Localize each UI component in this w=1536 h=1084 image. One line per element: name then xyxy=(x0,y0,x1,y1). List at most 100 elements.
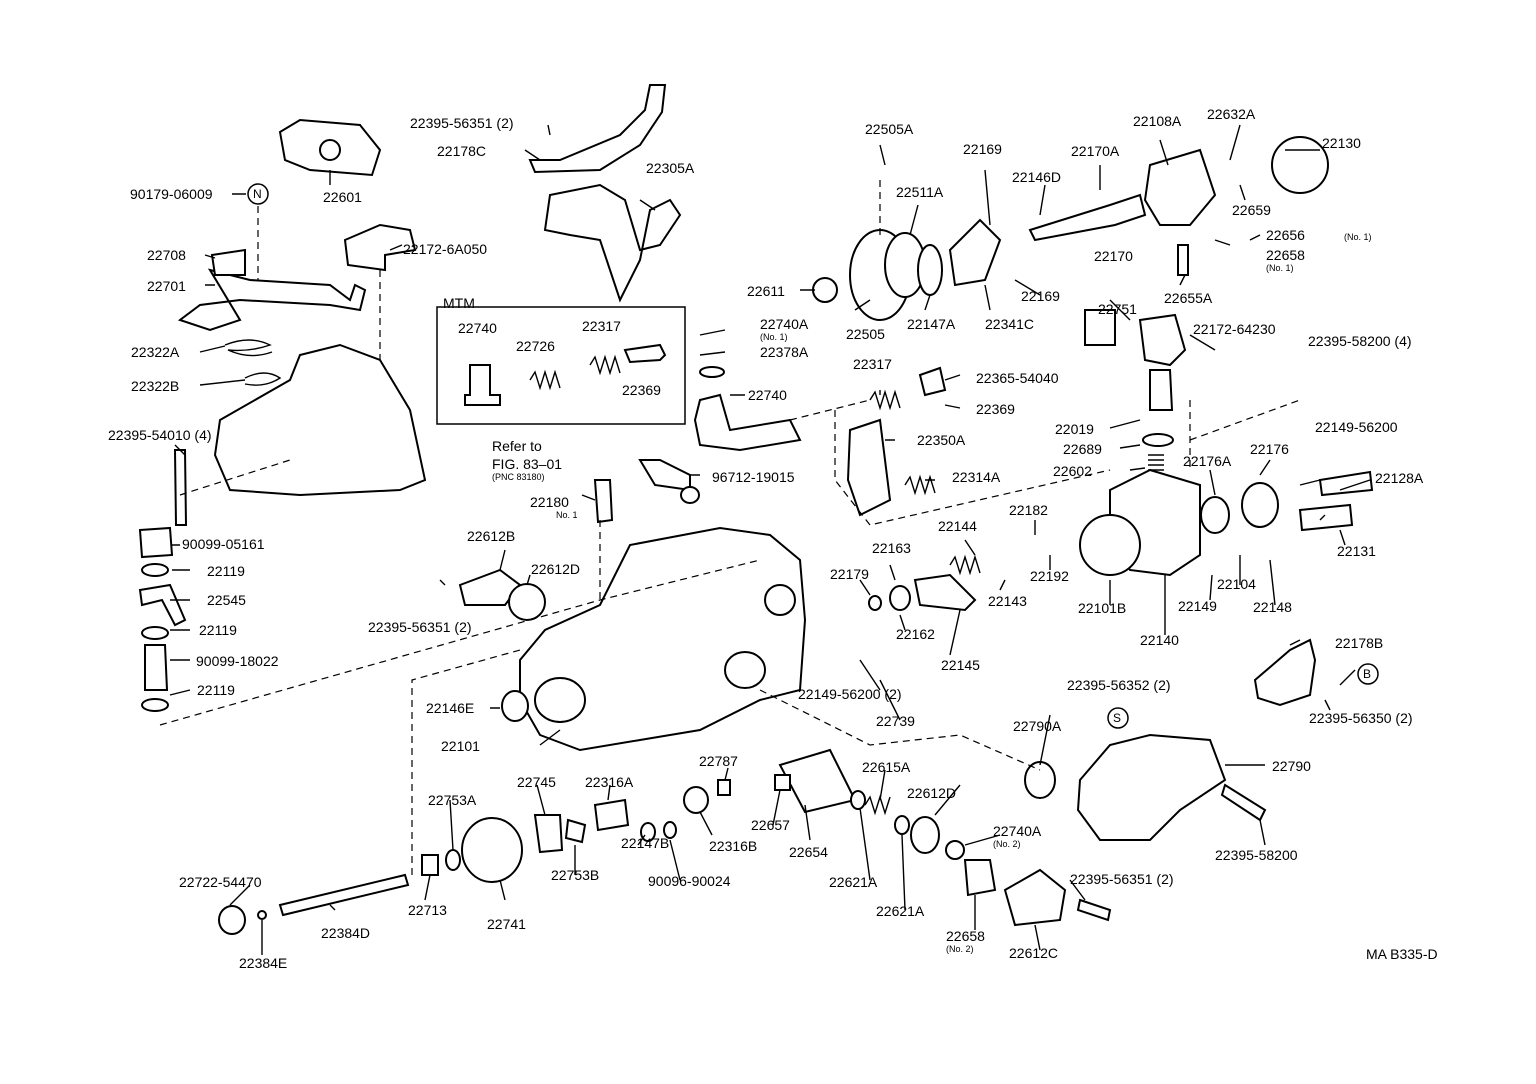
washer-22179 xyxy=(868,595,882,611)
label-22740A-no1: 22740A xyxy=(760,316,809,332)
screw-22787 xyxy=(717,779,731,796)
label-22170: 22170 xyxy=(1094,248,1133,264)
bracket-22708 xyxy=(210,248,246,276)
oring-22163 xyxy=(889,585,911,611)
rotor-22741 xyxy=(461,817,523,883)
label-22612D-left: 22612D xyxy=(531,561,581,577)
bracket-22172-6A050 xyxy=(343,223,417,272)
label-22384D: 22384D xyxy=(321,925,371,941)
shaft-22170 xyxy=(1028,193,1147,242)
symbol-N-circle xyxy=(247,183,269,205)
label-22602: 22602 xyxy=(1053,463,1092,479)
spring-22322A xyxy=(224,339,273,357)
label-22395-56351-top: 22395-56351 (2) xyxy=(410,115,514,131)
cover-22130 xyxy=(1271,136,1329,194)
oring-22612D-b xyxy=(910,816,940,854)
label-22708: 22708 xyxy=(147,247,186,263)
shaft-22384D xyxy=(278,873,410,917)
assembly-line-2 xyxy=(159,559,761,726)
label-22384E: 22384E xyxy=(239,955,288,971)
label-22790: 22790 xyxy=(1272,758,1311,774)
label-22654: 22654 xyxy=(789,844,828,860)
washer-22689 xyxy=(1142,433,1174,447)
label-22149-56200-c: 22149-56200 (2) xyxy=(798,686,902,702)
label-22505: 22505 xyxy=(846,326,885,342)
label-22322A: 22322A xyxy=(131,344,180,360)
assembly-line-7 xyxy=(1189,399,1301,470)
washer-22378A xyxy=(699,366,725,378)
valve-22128A xyxy=(1318,470,1374,497)
label-22180: 22180 xyxy=(530,494,569,510)
symbol-B: B xyxy=(1363,667,1372,681)
label-22172-6A050: 22172-6A050 xyxy=(403,241,488,257)
label-22119-a: 22119 xyxy=(207,563,245,579)
cover-22350A xyxy=(846,418,892,517)
label-22143: 22143 xyxy=(988,593,1027,609)
label-22713: 22713 xyxy=(408,902,447,918)
nut-22611 xyxy=(812,277,838,303)
label-22182: 22182 xyxy=(1009,502,1048,518)
sublabel-no2-a: (No. 2) xyxy=(993,839,1021,849)
oring-22621A-a xyxy=(850,790,866,810)
pin-22316A xyxy=(593,798,630,832)
gasket-22101B xyxy=(1079,514,1141,576)
assembly-line-3 xyxy=(179,459,291,496)
label-90099-05161: 90099-05161 xyxy=(182,536,265,552)
sublabel-pnc: (PNC 83180) xyxy=(492,472,545,482)
cover-22612C xyxy=(1003,868,1067,927)
assembly-line-1 xyxy=(257,206,381,360)
nut-22722 xyxy=(218,905,246,935)
bracket-hole xyxy=(319,139,341,161)
label-22192: 22192 xyxy=(1030,568,1069,584)
label-22395-58200: 22395-58200 xyxy=(1215,847,1298,863)
spring-22322B xyxy=(244,372,282,386)
pin-22655A xyxy=(1177,244,1189,276)
label-22740: 22740 xyxy=(748,387,787,403)
label-22147A: 22147A xyxy=(907,316,956,332)
symbol-N: N xyxy=(253,187,262,201)
washer-22119a xyxy=(141,563,169,577)
oring-22790A xyxy=(1024,761,1056,799)
label-22612B: 22612B xyxy=(467,528,516,544)
label-22395-56351-left: 22395-56351 (2) xyxy=(368,619,472,635)
label-22172-64230: 22172-64230 xyxy=(1193,321,1276,337)
label-22753A: 22753A xyxy=(428,792,477,808)
sublabel-no1-d: (No. 1) xyxy=(1266,263,1294,273)
oring-22621A-b xyxy=(894,815,910,835)
bolt-22395-58200 xyxy=(1220,783,1267,822)
label-22656: 22656 xyxy=(1266,227,1305,243)
label-22169-b: 22169 xyxy=(1021,288,1060,304)
assembly-line-4 xyxy=(411,649,521,875)
label-22511A: 22511A xyxy=(896,184,944,200)
label-22395-56351-br: 22395-56351 (2) xyxy=(1070,871,1174,887)
governor-housing xyxy=(213,343,427,497)
lever-22178B xyxy=(1253,638,1317,707)
label-22119-b: 22119 xyxy=(199,622,237,638)
label-22178B: 22178B xyxy=(1335,635,1384,651)
washer-22119b xyxy=(141,626,169,640)
symbol-S-circle xyxy=(1107,707,1129,729)
pump-body-22101 xyxy=(519,526,807,752)
label-22314A: 22314A xyxy=(952,469,1001,485)
label-mtm-22317: 22317 xyxy=(582,318,621,334)
oring-22740A-no2 xyxy=(945,840,965,860)
label-22751: 22751 xyxy=(1098,301,1137,317)
label-22130: 22130 xyxy=(1322,135,1361,151)
lever-22178C xyxy=(528,84,667,174)
label-22658-no1: 22658 xyxy=(1266,247,1305,263)
ring-22147A xyxy=(917,244,943,296)
label-22722-54470: 22722-54470 xyxy=(179,874,262,890)
cover-22145 xyxy=(913,573,977,612)
valve-22019 xyxy=(1149,369,1174,411)
label-22145: 22145 xyxy=(941,657,980,673)
spring-22144 xyxy=(949,554,981,576)
sublabel-no2-b: (No. 2) xyxy=(946,944,974,954)
label-22163: 22163 xyxy=(872,540,911,556)
label-mtm: MTM xyxy=(443,295,475,311)
label-22317: 22317 xyxy=(853,356,892,372)
label-90099-18022: 90099-18022 xyxy=(196,653,279,669)
spring-22602 xyxy=(1148,454,1164,471)
label-22178C: 22178C xyxy=(437,143,487,159)
label-22101: 22101 xyxy=(441,738,480,754)
